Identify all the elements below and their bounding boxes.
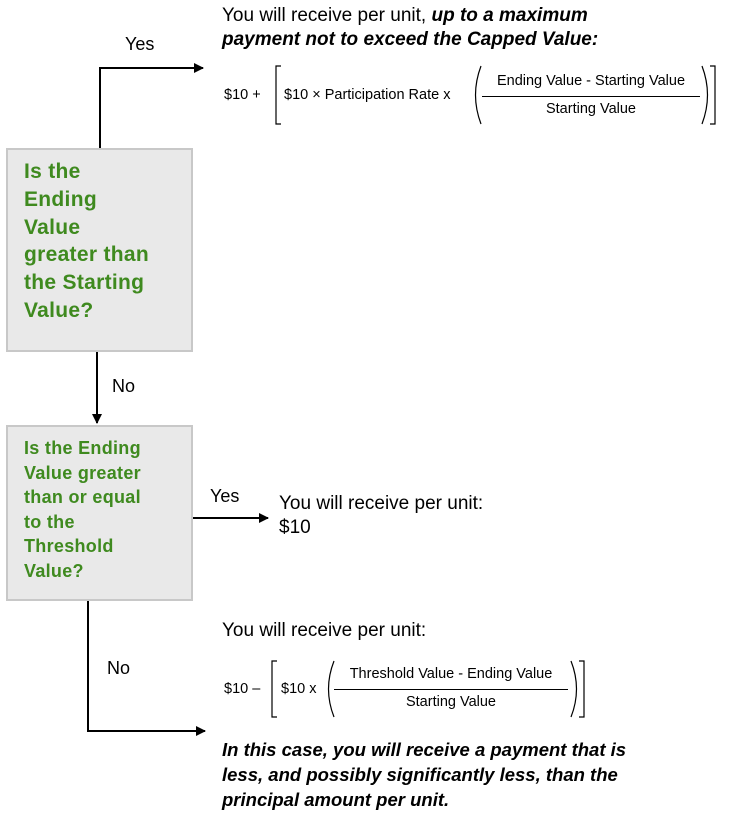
formula1-left-paren — [474, 65, 482, 125]
formula2-prefix: $10 – — [224, 681, 261, 697]
warning-line: principal amount per unit. — [222, 789, 450, 810]
formula1-left-bracket — [275, 65, 281, 125]
formula1-right-paren — [701, 65, 709, 125]
question2-line: than or equal — [24, 487, 141, 508]
formula1-prefix: $10 + — [224, 87, 261, 103]
warning-line: less, and possibly significantly less, t… — [222, 764, 618, 785]
yes1-label: Yes — [125, 34, 155, 54]
formula1-numerator: Ending Value - Starting Value — [496, 73, 686, 89]
outcome2-line1: You will receive per unit: — [279, 493, 484, 514]
formula2-right-paren — [570, 660, 578, 718]
question1-line: Ending — [24, 187, 97, 211]
formula2-left-paren — [327, 660, 335, 718]
question2-line: Is the Ending — [24, 438, 141, 458]
formula2-fraction-bar — [334, 689, 568, 690]
no1-label: No — [112, 376, 136, 396]
outcome1-emphasis-2: payment not to exceed the Capped Value: — [222, 29, 599, 50]
question2-line: Value? — [24, 560, 84, 581]
question1-line: Value? — [24, 298, 94, 322]
formula1-inner: $10 × Participation Rate x — [284, 87, 451, 103]
question1-box — [6, 148, 193, 352]
outcome1-intro: You will receive per unit, — [222, 5, 427, 26]
formula2-left-bracket — [271, 660, 277, 718]
question1-line: Is the — [24, 160, 81, 183]
question2-box — [6, 425, 193, 601]
formula2-right-bracket — [579, 660, 585, 718]
question2-line: to the — [24, 511, 75, 532]
question1-line: Value — [24, 215, 81, 239]
formula1-denominator: Starting Value — [545, 101, 636, 117]
yes2-label: Yes — [210, 486, 240, 506]
outcome3-intro: You will receive per unit: — [222, 620, 427, 641]
outcome1-heading: You will receive per unit, up to a maxim… — [222, 4, 742, 52]
warning-line: In this case, you will receive a payment… — [222, 739, 627, 760]
outcome1-emphasis-1: up to a maximum — [431, 5, 588, 26]
formula1-right-bracket — [710, 65, 716, 125]
outcome3-warning: In this case, you will receive a payment… — [222, 737, 747, 812]
yes1-arrow — [99, 63, 204, 148]
outcome2-text: You will receive per unit: $10 — [279, 492, 483, 540]
question2-line: Threshold — [24, 536, 114, 557]
formula2-inner: $10 x — [281, 681, 317, 697]
question1-line: the Starting — [24, 271, 145, 295]
question1-text: Is the Ending Value greater than the Sta… — [24, 158, 184, 325]
formula2-denominator: Starting Value — [405, 694, 496, 710]
formula1-fraction-bar — [482, 96, 700, 97]
no2-label: No — [107, 658, 131, 678]
question2-text: Is the Ending Value greater than or equa… — [24, 436, 184, 584]
question2-line: Value greater — [24, 462, 141, 483]
no2-arrow — [87, 601, 206, 736]
formula2-numerator: Threshold Value - Ending Value — [349, 666, 553, 682]
outcome2-line2: $10 — [279, 517, 311, 538]
question1-line: greater than — [24, 243, 149, 267]
